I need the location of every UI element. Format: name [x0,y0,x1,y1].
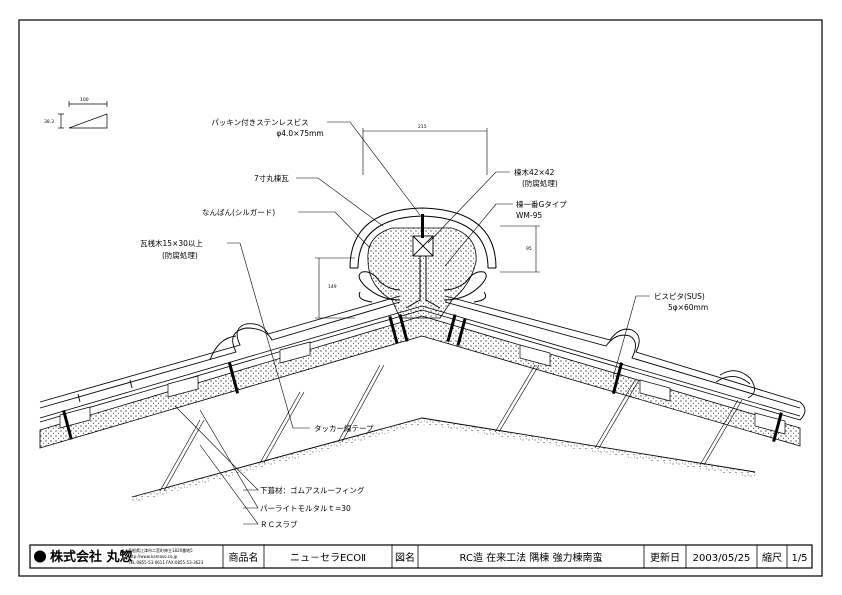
drawing-label: 図名 [395,551,415,564]
company-logo-icon [34,550,46,563]
stainless-screw [421,214,424,238]
slope-rise-label: 38.3 [44,119,54,125]
callout-underlay: 下葺材：ゴムアスルーフィング [260,485,365,495]
callout-batten-treat: (防腐処理) [162,250,198,260]
callout-ridge-tile: 7寸丸棟瓦 [254,173,289,183]
callout-nanban: なんばん(シルガード) [202,207,275,217]
company-url: http://www.kamaso.co.jp [128,554,178,559]
company-address: 島根県江津市二宮町神主1820番地5 [128,547,193,553]
bispita-screws [62,313,783,443]
callout-ridge-wood-treat: (防腐処理) [522,178,558,188]
callout-ridge-metal-code: WM-95 [516,211,542,220]
callout-batten: 瓦桟木15×30以上 [140,238,203,248]
scale-label: 縮尺 [762,551,782,564]
callout-bispita: ビスピタ(SUS) [654,292,705,301]
ridge-wood [412,235,434,257]
callout-screw: パッキン付きステンレスビス [211,117,308,127]
title-block: 株式会社 丸惣 島根県江津市二宮町神主1820番地5 http://www.ka… [29,544,813,569]
slope-indicator [58,101,108,129]
callouts: パッキン付きステンレスビス φ4.0×75mm 7寸丸棟瓦 なんばん(シルガード… [140,117,708,529]
dim-left-height: 149 [328,284,337,290]
roof-tiles-right [444,295,806,421]
updated-date: 2003/05/25 [693,553,751,564]
ridge-wing-tiles [358,271,487,303]
callout-ridge-metal: 棟一番Gタイプ [516,199,567,209]
dim-right-height: 95 [526,246,532,252]
callout-mortar: パーライトモルタルｔ=30 [260,504,351,513]
slope-run-label: 100 [80,97,89,103]
callout-ridge-wood: 棟木42×42 [514,167,555,177]
scale-value: 1/5 [791,553,807,564]
dim-top-width: 215 [418,124,427,130]
company-tel: TEL:0855-53-0611 FAX:0855-53-3623 [127,560,204,565]
callout-tacker-tape: タッカー線テープ [314,423,374,433]
callout-screw-size: φ4.0×75mm [276,129,323,138]
dimension-lines [315,128,540,319]
ridge-metal [405,256,441,309]
product-name: ニュ－セラECOⅡ [290,552,366,564]
rc-slab [131,364,756,503]
company-name: 株式会社 丸惣 [50,549,133,565]
mortar-layer [39,305,801,449]
nanban-mortar [367,227,477,319]
drawing-name: RC造 在来工法 隅棟 強力棟南蛮 [460,551,603,564]
product-label: 商品名 [229,551,259,564]
leader-lines [174,121,650,525]
updated-label: 更新日 [650,551,680,564]
callout-bispita-size: 5φ×60mm [668,303,708,312]
callout-slab: ＲＣスラブ [260,519,298,529]
sheet-border [18,19,823,577]
